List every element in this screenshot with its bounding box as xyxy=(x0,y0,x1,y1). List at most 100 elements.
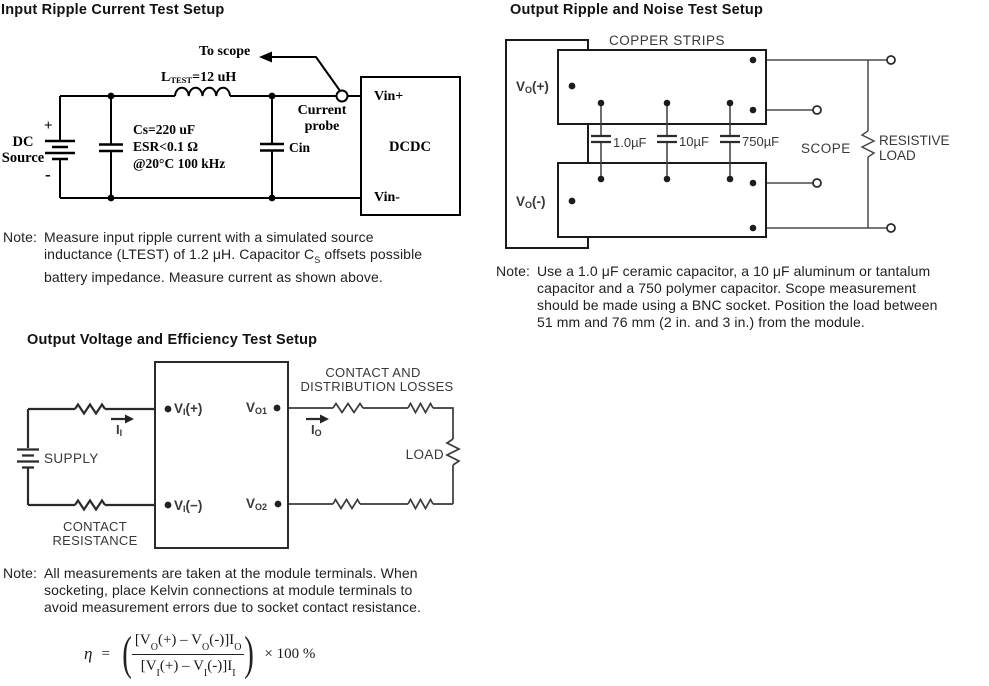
cap3-value-label: 750µF xyxy=(742,134,779,149)
cap3-plates xyxy=(720,134,740,144)
cap1-value-label: 1.0µF xyxy=(613,135,647,150)
cap2-plates xyxy=(657,134,677,144)
vi-minus-dot xyxy=(164,501,172,509)
vo2-dot xyxy=(274,500,282,508)
cin-label: Cin xyxy=(289,140,311,155)
contact-resistor-bottom xyxy=(74,498,106,512)
node-dot xyxy=(663,99,671,107)
capacitor-plates xyxy=(591,134,740,144)
note-label: Note: xyxy=(496,263,530,279)
vo2-label: VO2 xyxy=(246,496,267,512)
copper-strip-upper xyxy=(557,49,767,125)
thin-wires xyxy=(753,59,891,229)
ltest-label: LTEST=12 uH xyxy=(161,70,236,85)
dcdc-module-box xyxy=(360,76,461,216)
vin-minus-label: Vin- xyxy=(374,190,400,205)
output-top-wire3 xyxy=(433,407,454,439)
input-ripple-note: Note: Measure input ripple current with … xyxy=(3,229,422,286)
vo-minus-label: VO(-) xyxy=(516,194,546,210)
module-outline-box xyxy=(505,39,589,249)
capacitor-cin-plates xyxy=(260,142,284,152)
vo-plus-dot xyxy=(568,82,576,90)
minus-sign: - xyxy=(45,165,51,184)
vo1-dot xyxy=(273,404,281,412)
input-ripple-title: Input Ripple Current Test Setup xyxy=(1,2,225,18)
capacitor-leads xyxy=(600,103,731,179)
note-line: Use a 1.0 μF ceramic capacitor, a 10 μF … xyxy=(536,263,931,279)
dc-source-battery xyxy=(45,139,75,161)
terminal-circle xyxy=(886,55,896,65)
left-paren: ( xyxy=(122,627,132,680)
module-box xyxy=(154,361,289,549)
note-line: 51 mm and 76 mm (2 in. and 3 in.) from t… xyxy=(536,314,865,330)
scope-terminal xyxy=(812,105,822,115)
efficiency-formula: η = ( [VO(+) – VO(-)]IO [VI(+) – VI(-)]I… xyxy=(84,624,315,684)
note-label: Note: xyxy=(3,229,37,245)
note-line: battery impedance. Measure current as sh… xyxy=(43,268,383,285)
scope-arrowhead xyxy=(259,51,272,63)
copper-strip-lower xyxy=(557,162,767,238)
load-label: LOAD xyxy=(406,447,444,462)
loss-resistor-1 xyxy=(332,401,364,415)
cap2-value-label: 10µF xyxy=(679,134,709,149)
inductor-ltest xyxy=(174,86,231,97)
current-probe-circle xyxy=(335,89,349,103)
contact-resistance-label-1: CONTACT xyxy=(63,519,127,534)
resistive-load-label-2: LOAD xyxy=(879,148,916,163)
current-probe-label-1: Current xyxy=(298,103,347,118)
plus-sign: + xyxy=(44,118,53,134)
dc-source-label-1: DC xyxy=(13,134,34,150)
vi-plus-dot xyxy=(164,405,172,413)
note-line: Measure input ripple current with a simu… xyxy=(43,229,374,245)
io-label: IO xyxy=(311,422,322,438)
vi-plus-label: VI(+) xyxy=(174,401,202,417)
node-dot xyxy=(268,92,276,100)
node-dot xyxy=(268,194,276,202)
efficiency-diagram: CONTACT AND DISTRIBUTION LOSSES VI(+) VI… xyxy=(17,361,461,549)
contact-losses-label-1: CONTACT AND xyxy=(325,365,420,380)
formula-fraction: [VO(+) – VO(-)]IO [VI(+) – VI(-)]II xyxy=(131,632,245,679)
output-right-wire xyxy=(433,465,454,505)
copper-strips-label: COPPER STRIPS xyxy=(609,33,725,48)
loss-resistor-2 xyxy=(407,401,434,415)
cs-value-line3: @20°C 100 kHz xyxy=(133,156,225,171)
loss-resistor-4 xyxy=(332,497,361,511)
node-dot xyxy=(749,224,757,232)
node-dot xyxy=(107,194,115,202)
node-dots xyxy=(107,51,276,202)
note-line: socketing, place Kelvin connections at m… xyxy=(43,582,413,598)
times-100-percent: × 100 % xyxy=(264,645,316,662)
dcdc-label: DCDC xyxy=(389,139,431,155)
node-dot xyxy=(663,175,671,183)
input-ripple-diagram: To scope LTEST=12 uH Current probe Vin+ … xyxy=(2,44,461,216)
note-line: All measurements are taken at the module… xyxy=(43,565,418,581)
cs-value-line2: ESR<0.1 Ω xyxy=(133,139,198,154)
supply-label: SUPPLY xyxy=(44,451,99,466)
loss-resistor-3 xyxy=(407,497,434,511)
contact-resistance-label-2: RESISTANCE xyxy=(52,533,137,548)
resistive-load-label-1: RESISTIVE xyxy=(879,133,950,148)
equals-sign: = xyxy=(101,645,110,662)
efficiency-note: Note: All measurements are taken at the … xyxy=(3,565,421,616)
output-ripple-title: Output Ripple and Noise Test Setup xyxy=(510,2,764,18)
dc-source-label-2: Source xyxy=(2,150,45,166)
node-dot xyxy=(726,175,734,183)
ii-label: II xyxy=(116,422,122,438)
terminal-circle xyxy=(886,223,896,233)
vin-plus-label: Vin+ xyxy=(374,89,403,104)
cs-value-line1: Cs=220 uF xyxy=(133,122,195,137)
vo-plus-label: VO(+) xyxy=(516,79,549,95)
supply-battery xyxy=(17,448,39,469)
resistive-load-resistor xyxy=(860,130,876,158)
formula-denominator: [VI(+) – VI(-)]II xyxy=(140,657,236,679)
right-paren: ) xyxy=(244,627,255,680)
contact-resistor-top xyxy=(74,402,106,416)
open-terminals xyxy=(812,55,896,233)
note-label: Note: xyxy=(3,565,37,581)
note-line: should be made using a BNC socket. Posit… xyxy=(536,297,938,313)
cap1-plates xyxy=(591,134,611,144)
note-line: capacitor and a 750 polymer capacitor. S… xyxy=(536,280,917,296)
contact-losses-label-2: DISTRIBUTION LOSSES xyxy=(300,379,453,394)
scope-terminal xyxy=(812,178,822,188)
